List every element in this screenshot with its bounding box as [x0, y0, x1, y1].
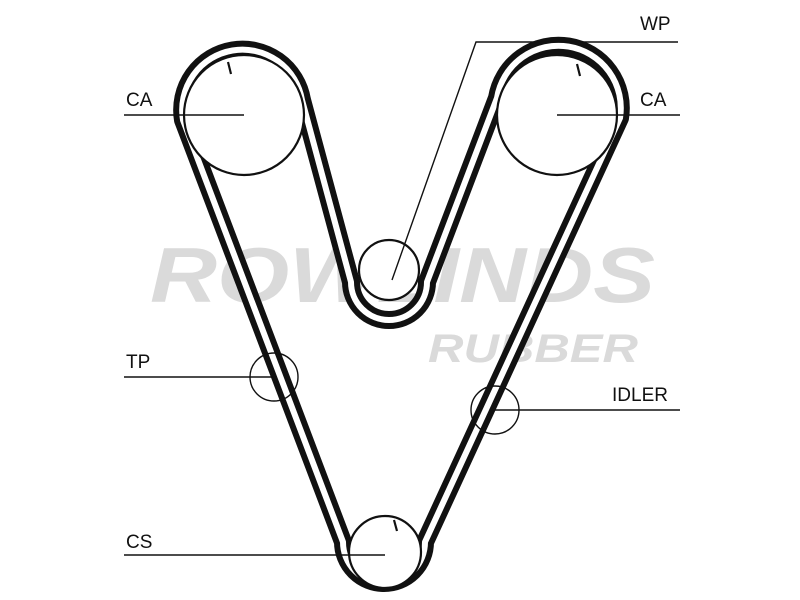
leader-wp [391, 41, 678, 281]
watermark-sub: RUBBER [428, 327, 638, 371]
label-ca-right: CA [640, 90, 667, 111]
leader-lines [124, 41, 680, 556]
label-tp: TP [126, 352, 150, 373]
labels: WP CA CA TP IDLER CS [126, 14, 671, 553]
water-pump-pulley [357, 238, 421, 302]
label-ca-left: CA [126, 90, 153, 111]
label-wp: WP [640, 14, 671, 35]
label-cs: CS [126, 532, 152, 553]
label-idler: IDLER [612, 385, 668, 406]
crankshaft-pulley [347, 514, 423, 590]
